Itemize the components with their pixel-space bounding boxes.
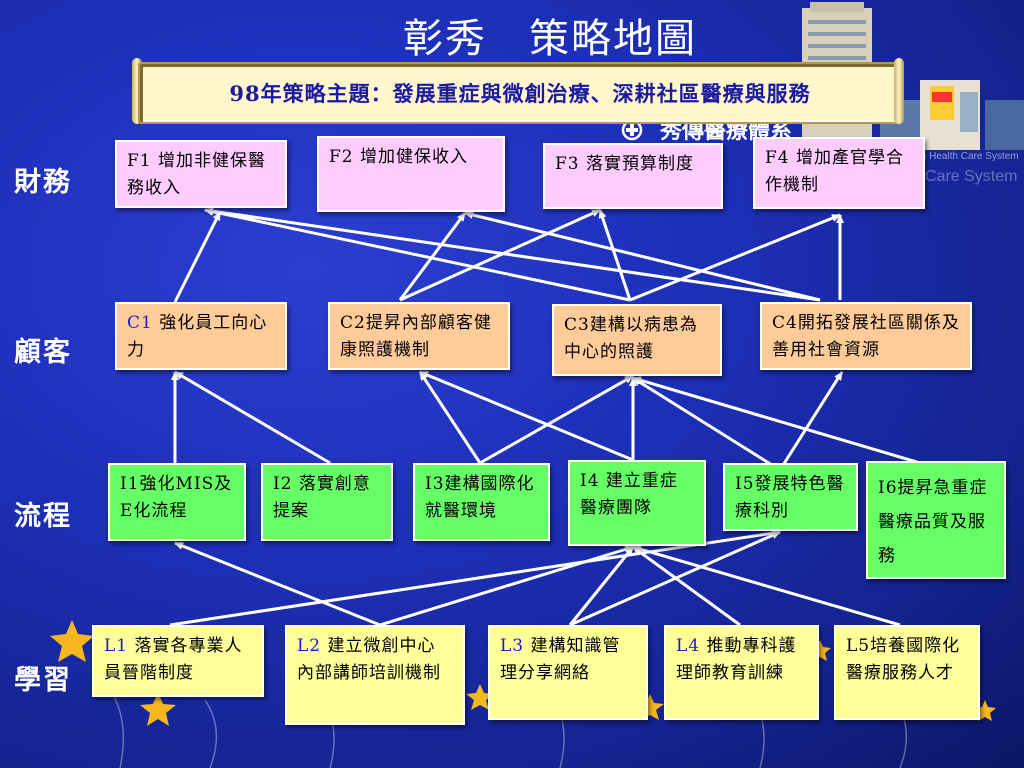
- box-code: C3: [564, 315, 590, 335]
- box-text: 建立重症醫療團隊: [580, 471, 678, 518]
- box-code: F4: [765, 148, 790, 168]
- box-text: 落實創意提案: [273, 474, 371, 521]
- box-text: 提昇內部顧客健康照護機制: [340, 313, 492, 360]
- row-label-learning: 學習: [14, 665, 72, 696]
- arrow-i3-c2: [418, 371, 482, 464]
- learning-box-l4: L4 推動專科護理師教育訓練: [664, 625, 819, 720]
- learning-box-l3: L3 建構知識管理分享網絡: [488, 625, 648, 720]
- learning-box-l1: L1 落實各專業人員晉階制度: [92, 625, 264, 697]
- box-code: I1: [120, 474, 140, 494]
- arrow-c1-f1: [173, 211, 222, 303]
- box-text: 強化員工向心力: [127, 313, 268, 360]
- box-code: L1: [104, 636, 129, 656]
- box-text: 建構知識管理分享網絡: [500, 636, 621, 683]
- page-title: 彰秀 策略地圖: [403, 16, 697, 62]
- arrow-c2-f2: [398, 212, 467, 301]
- box-text: 建立微創中心內部講師培訓機制: [297, 636, 441, 683]
- box-text: 落實各專業人員晉階制度: [104, 636, 243, 683]
- process-box-i4: I4 建立重症醫療團隊: [568, 460, 706, 546]
- process-box-i6: I6提昇急重症醫療品質及服務: [866, 461, 1006, 579]
- process-box-i2: I2 落實創意提案: [261, 463, 393, 541]
- box-code: F2: [329, 147, 354, 167]
- box-text: 增加產官學合作機制: [765, 148, 905, 195]
- arrow-c3-f4: [629, 213, 841, 302]
- process-box-i3: I3建構國際化就醫環境: [413, 463, 550, 541]
- row-label-finance: 財務: [14, 167, 72, 198]
- box-code: L3: [500, 636, 525, 656]
- arrow-c4-f2: [464, 211, 821, 302]
- box-code: I4: [580, 471, 600, 491]
- finance-box-f1: F1 增加非健保醫務收入: [115, 140, 287, 208]
- box-text: 發展特色醫療科別: [735, 474, 845, 521]
- arrow-l2-i1: [174, 541, 381, 627]
- learning-box-l5: L5培養國際化醫療服務人才: [834, 625, 980, 720]
- box-text: 落實預算制度: [579, 154, 695, 174]
- customer-box-c2: C2提昇內部顧客健康照護機制: [328, 302, 510, 370]
- arrow-i5-c4: [778, 371, 844, 471]
- arrow-l3-i4: [568, 546, 635, 626]
- box-code: L4: [676, 636, 701, 656]
- customer-box-c4: C4開拓發展社區關係及善用社會資源: [760, 302, 972, 370]
- finance-box-f4: F4 增加產官學合作機制: [753, 137, 925, 209]
- arrow-l2-i4: [379, 545, 634, 627]
- box-code: F3: [555, 154, 580, 174]
- arrow-l4-i4: [632, 545, 741, 627]
- arrow-i4-c2: [419, 370, 634, 462]
- customer-box-c3: C3建構以病患為中心的照護: [552, 304, 722, 376]
- finance-box-f3: F3 落實預算制度: [543, 143, 723, 209]
- arrow-i6-c3: [632, 376, 921, 465]
- box-code: C2: [340, 313, 366, 333]
- arrow-i5-c3: [632, 376, 781, 472]
- arrow-l1-i5: [169, 529, 781, 627]
- arrow-c2-f3: [399, 208, 601, 302]
- strategy-theme-banner: 98年策略主題：發展重症與微創治療、深耕社區醫療與服務: [138, 62, 902, 124]
- arrow-c4-f1: [204, 207, 821, 302]
- box-code: I6: [878, 478, 898, 498]
- arrow-c3-f1: [204, 207, 631, 302]
- box-text: 建構以病患為中心的照護: [564, 315, 698, 362]
- box-text: 強化MIS及E化流程: [120, 474, 233, 521]
- finance-box-f2: F2 增加健保收入: [317, 136, 505, 212]
- box-text: 推動專科護理師教育訓練: [676, 636, 797, 683]
- box-text: 建構國際化就醫環境: [425, 474, 535, 521]
- scroll-left-roll: [132, 58, 142, 124]
- arrow-i2-c1: [174, 370, 331, 465]
- faint-english-text-large: Care System: [925, 168, 1018, 185]
- arrow-c3-f3: [598, 209, 632, 301]
- process-box-i1: I1強化MIS及E化流程: [108, 463, 246, 541]
- faint-english-text: wan Health Care System: [908, 151, 1019, 162]
- box-code: F1: [127, 151, 152, 171]
- box-code: I5: [735, 474, 755, 494]
- customer-box-c1: C1 強化員工向心力: [115, 302, 287, 370]
- box-text: 增加健保收入: [353, 147, 469, 167]
- box-code: L2: [297, 636, 322, 656]
- box-text: 開拓發展社區關係及善用社會資源: [772, 313, 960, 360]
- box-code: I3: [425, 474, 445, 494]
- box-code: C4: [772, 313, 798, 333]
- arrow-i3-c3: [479, 374, 634, 465]
- box-text: 增加非健保醫務收入: [127, 151, 267, 198]
- box-text: 提昇急重症醫療品質及服務: [878, 478, 988, 566]
- process-box-i5: I5發展特色醫療科別: [723, 463, 858, 531]
- learning-box-l2: L2 建立微創中心內部講師培訓機制: [285, 625, 465, 725]
- scroll-right-roll: [894, 58, 904, 124]
- arrow-l5-i4: [632, 545, 901, 627]
- box-code: L5: [846, 636, 871, 656]
- box-code: I2: [273, 474, 293, 494]
- box-code: C1: [127, 313, 153, 333]
- row-label-customer: 顧客: [14, 337, 72, 368]
- strategy-theme-text: 98年策略主題：發展重症與微創治療、深耕社區醫療與服務: [229, 81, 811, 106]
- row-label-process: 流程: [14, 501, 72, 532]
- box-text: 培養國際化醫療服務人才: [846, 636, 961, 683]
